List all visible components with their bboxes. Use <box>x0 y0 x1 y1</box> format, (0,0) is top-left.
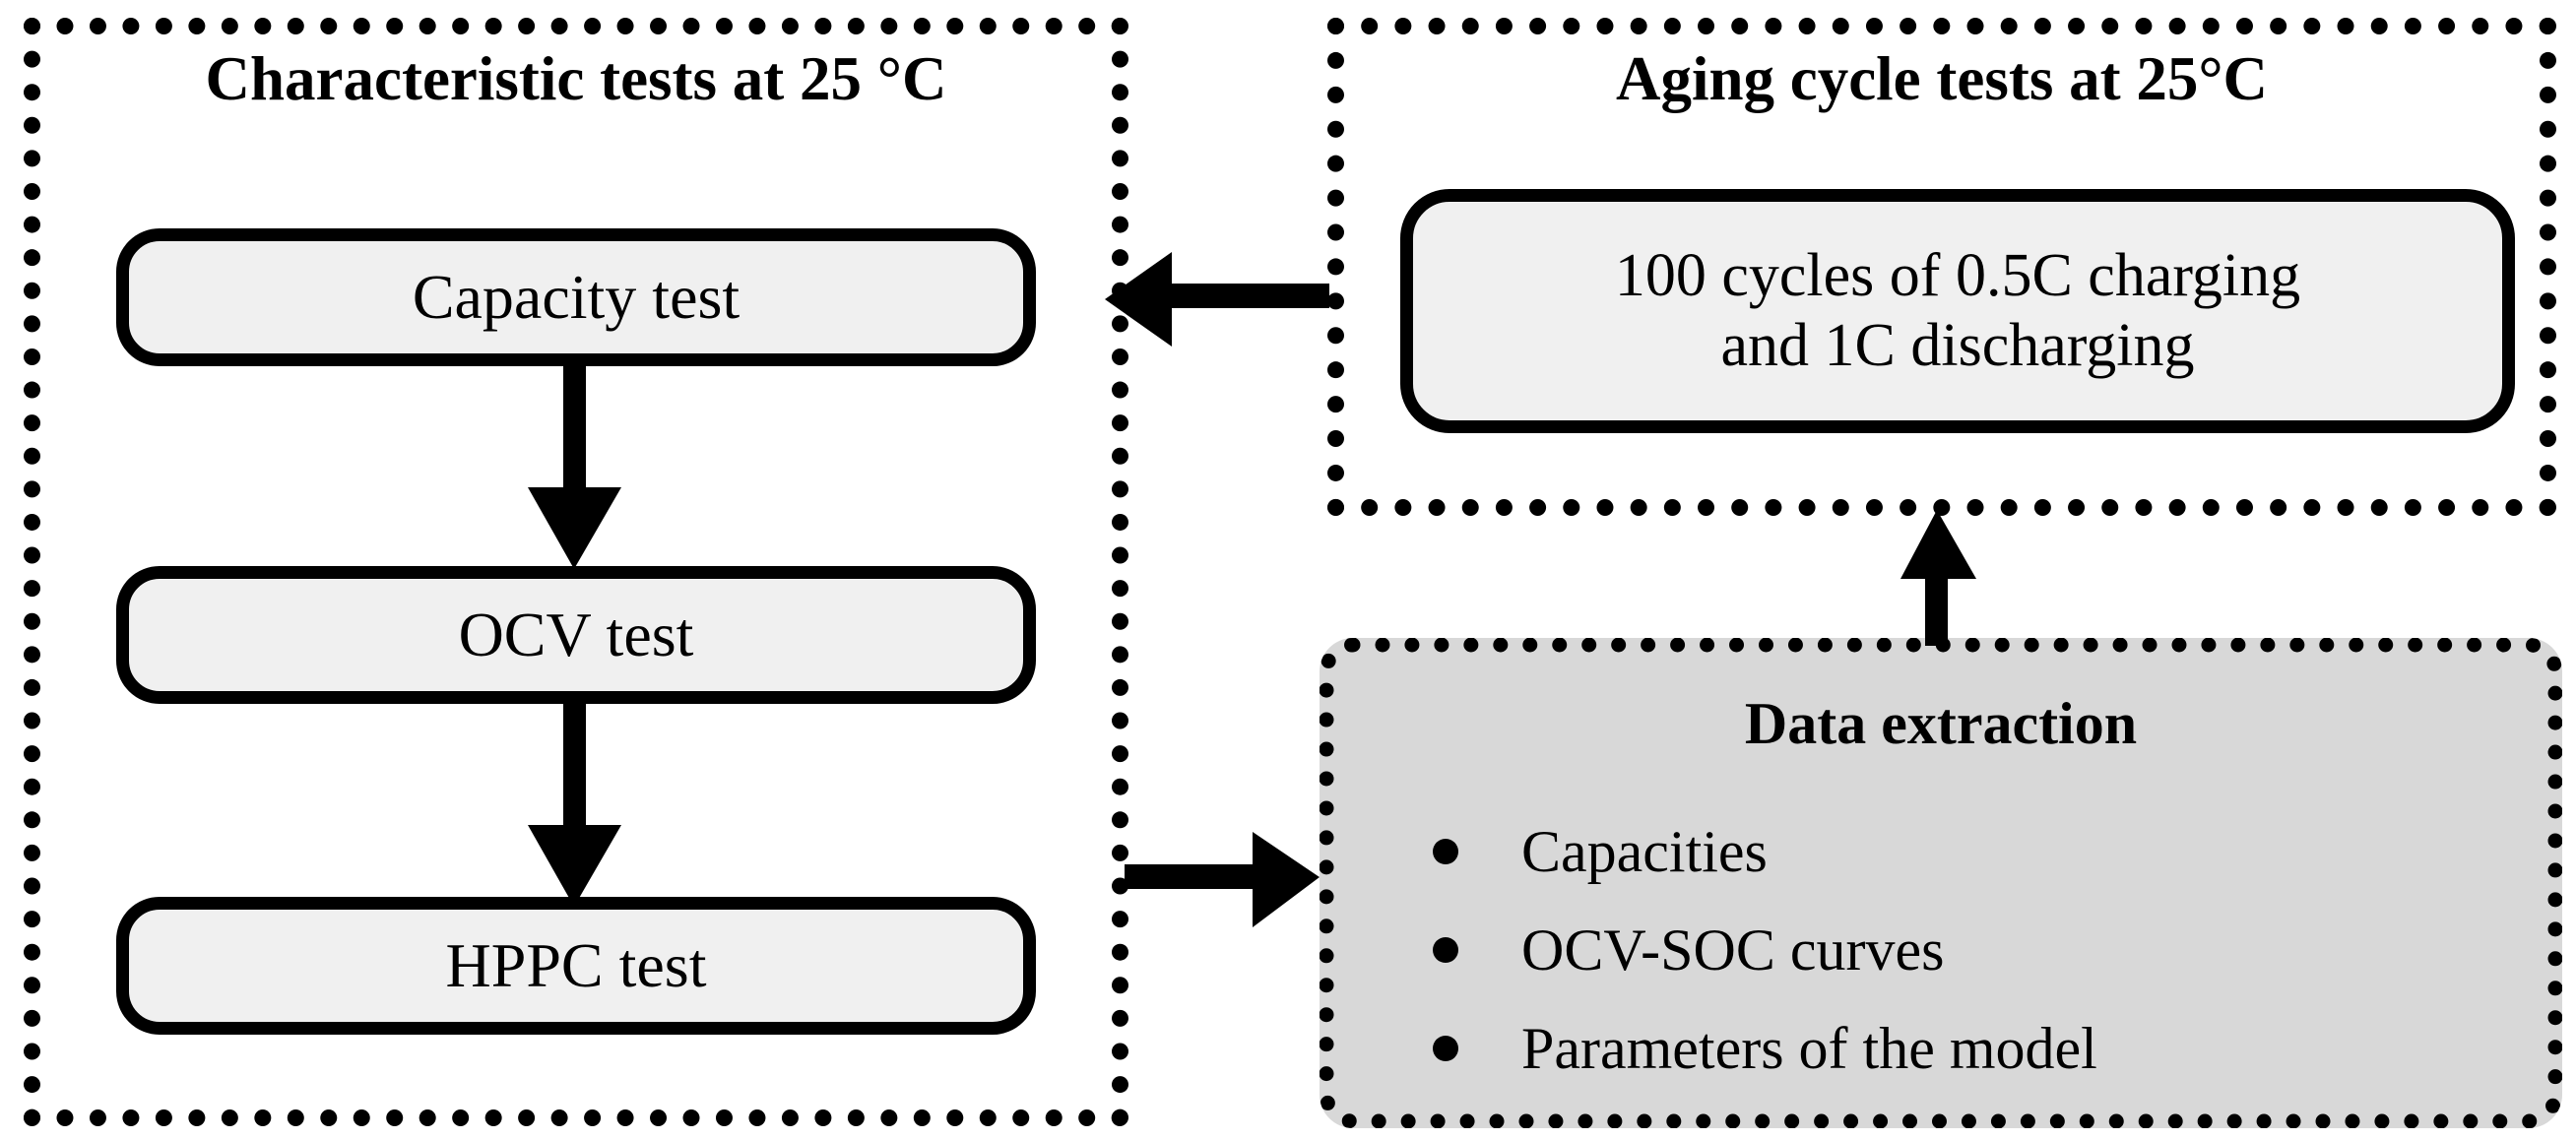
list-item-label: OCV-SOC curves <box>1521 918 1945 982</box>
box-ocv-test[interactable]: OCV test <box>116 566 1036 704</box>
panel-aging-title: Aging cycle tests at 25°C <box>1615 44 2269 113</box>
bullet-icon <box>1433 839 1458 864</box>
list-item: OCV-SOC curves <box>1433 901 2496 999</box>
panel-data-extraction: Data extraction Capacities OCV-SOC curve… <box>1320 638 2562 1128</box>
list-item-label: Capacities <box>1521 819 1768 884</box>
box-aging-cycles[interactable]: 100 cycles of 0.5C charging and 1C disch… <box>1400 189 2515 433</box>
list-item: Parameters of the model <box>1433 999 2496 1098</box>
panel-aging-cycle-tests: Aging cycle tests at 25°C <box>1327 18 2556 516</box>
arrow-characteristic-to-data-extraction <box>1125 832 1320 927</box>
panel-characteristic-title: Characteristic tests at 25 °C <box>205 44 947 113</box>
arrow-data-extraction-to-aging <box>1900 510 1976 646</box>
arrow-aging-to-characteristic <box>1105 252 1329 347</box>
box-aging-cycles-line1: 100 cycles of 0.5C charging <box>1614 241 2301 309</box>
bullet-icon <box>1433 1036 1458 1061</box>
box-capacity-test[interactable]: Capacity test <box>116 228 1036 366</box>
bullet-icon <box>1433 937 1458 963</box>
list-item: Capacities <box>1433 802 2496 901</box>
data-extraction-title: Data extraction <box>1744 691 2138 756</box>
list-item-label: Parameters of the model <box>1521 1016 2097 1081</box>
box-hppc-test[interactable]: HPPC test <box>116 897 1036 1035</box>
box-aging-cycles-text: 100 cycles of 0.5C charging and 1C disch… <box>1615 241 2300 382</box>
box-aging-cycles-line2: and 1C discharging <box>1720 312 2195 379</box>
data-extraction-list: Capacities OCV-SOC curves Parameters of … <box>1433 802 2496 1098</box>
